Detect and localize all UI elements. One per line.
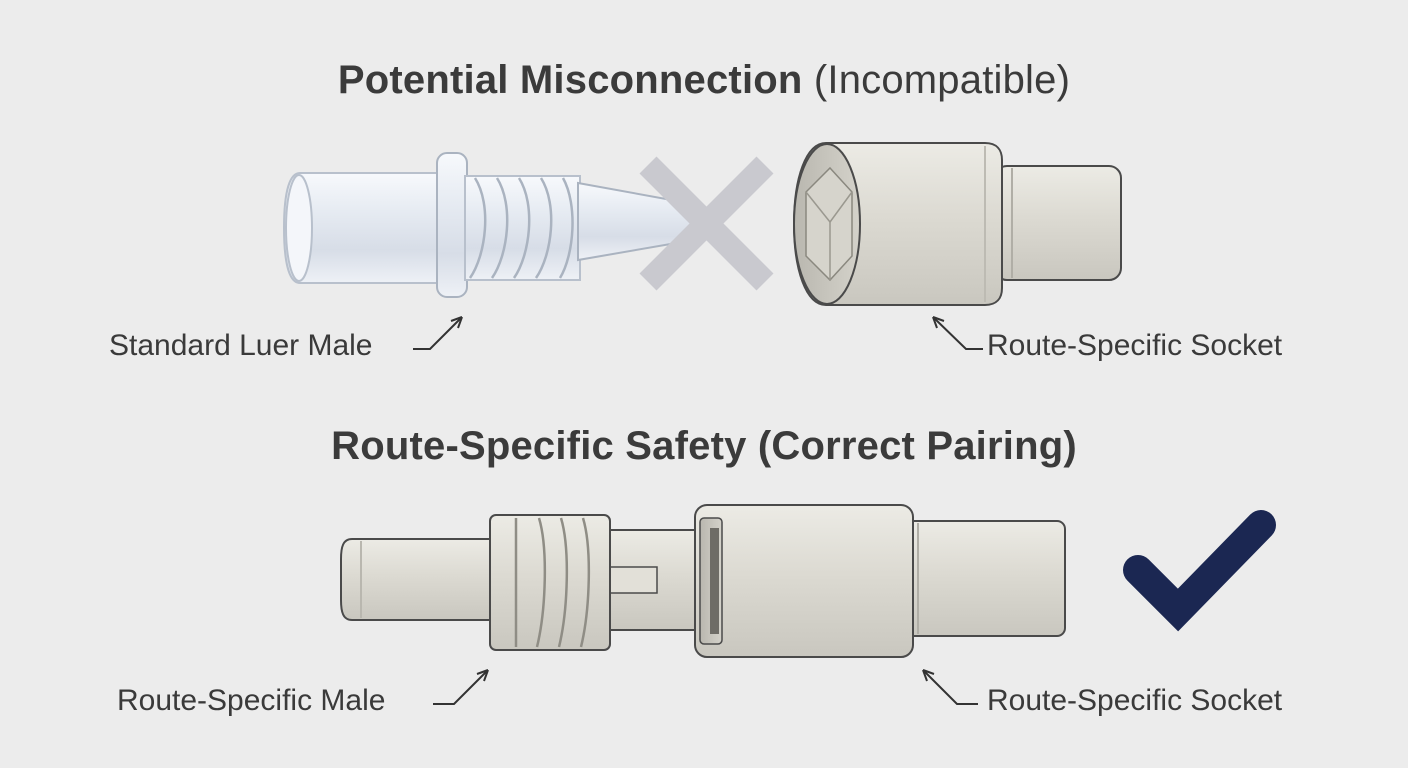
misconnection-title-light: (Incompatible): [813, 58, 1071, 102]
route-specific-male-connector: [340, 514, 718, 651]
safety-title: Route-Specific Safety (Correct Pairing): [331, 424, 1077, 468]
route-specific-socket-top: [792, 142, 1122, 306]
route-specific-socket-label-bottom: Route-Specific Socket: [987, 684, 1283, 717]
check-mark-icon: [1123, 510, 1276, 632]
standard-luer-male-label: Standard Luer Male: [109, 329, 373, 362]
route-specific-socket-bottom: [694, 504, 1066, 658]
arrow-socket-top: [932, 316, 983, 350]
arrow-luer-male: [413, 316, 463, 350]
route-specific-socket-label-top: Route-Specific Socket: [987, 329, 1283, 362]
misconnection-title-strong: Potential Misconnection: [337, 58, 803, 102]
arrow-socket-bottom: [922, 669, 978, 705]
standard-luer-male-connector: [282, 152, 694, 298]
x-mark-icon: [639, 156, 774, 291]
arrow-route-male: [433, 669, 489, 705]
misconnection-title: Potential Misconnection (Incompatible): [0, 58, 1408, 103]
route-specific-male-label: Route-Specific Male: [117, 684, 386, 717]
